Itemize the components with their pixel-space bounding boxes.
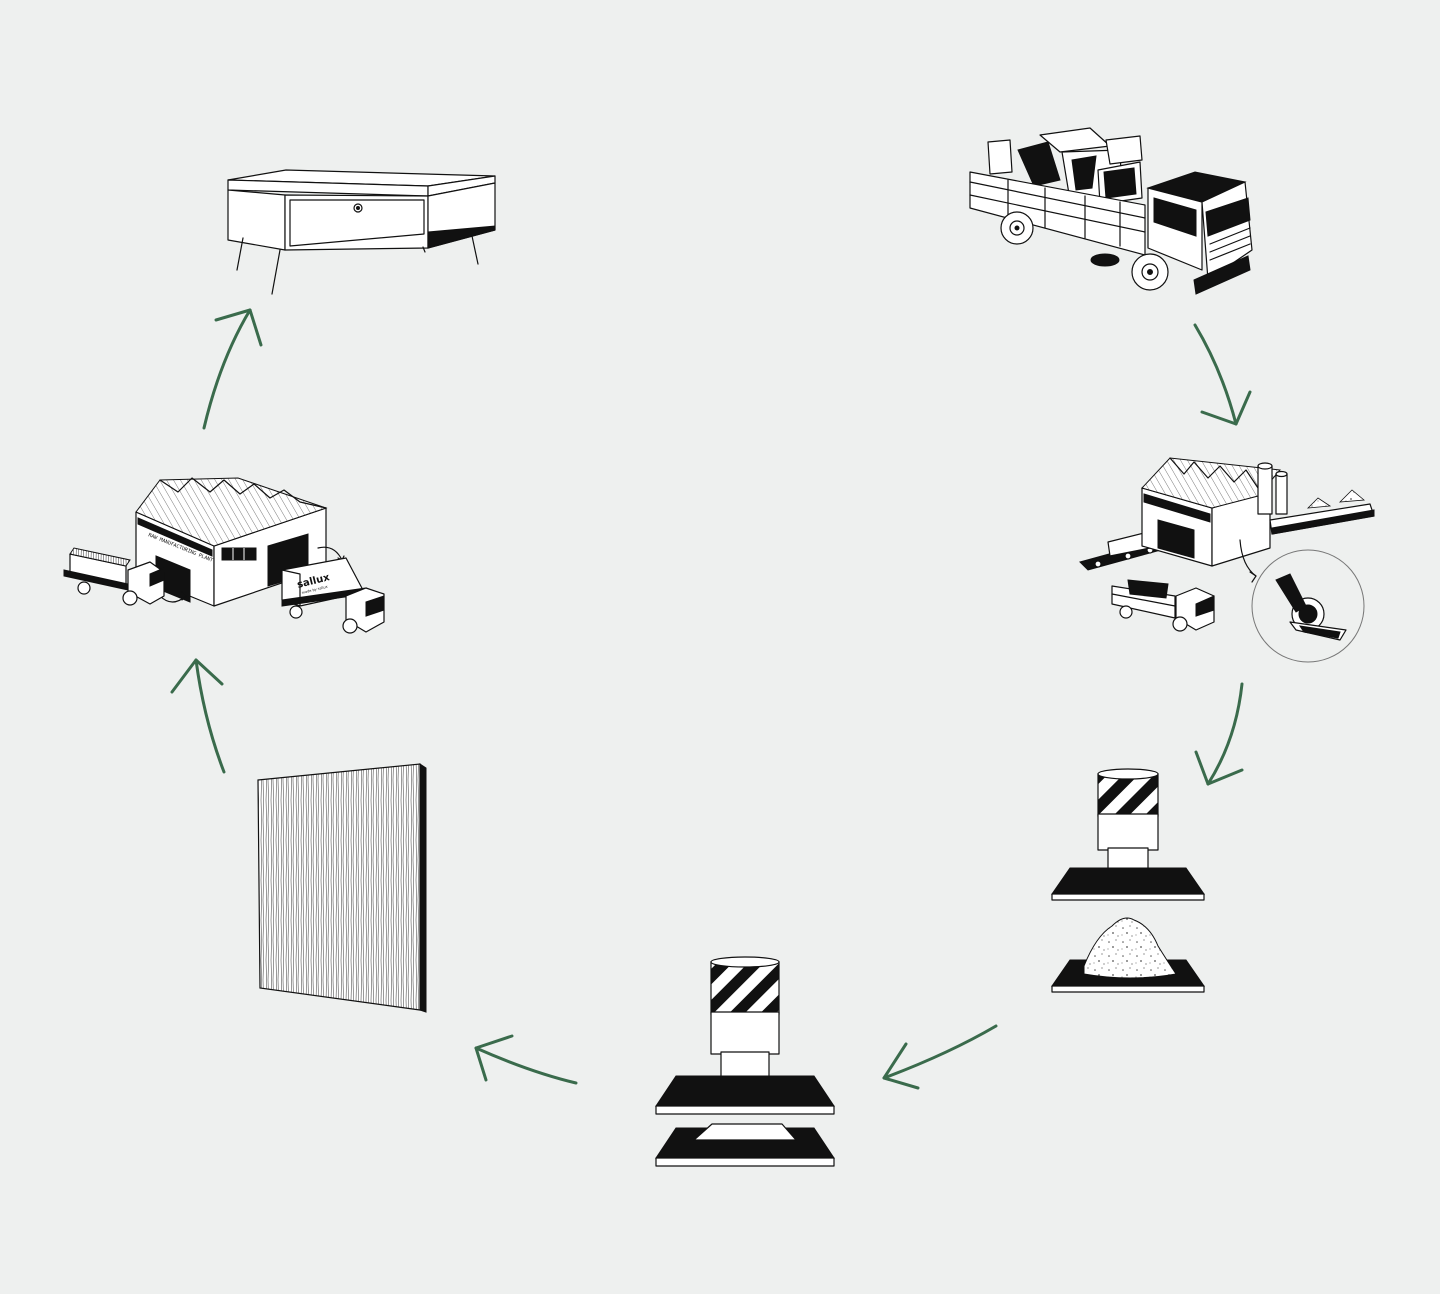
arrow-press-to-press (882, 1024, 998, 1090)
arrow-press-to-panel (474, 1034, 578, 1085)
press-with-panel-icon (655, 956, 835, 1167)
arrow-truck-to-factory (1193, 323, 1252, 426)
truck-with-waste-icon (969, 127, 1253, 295)
flow-arrows (170, 308, 1252, 1090)
manufacturing-plant-icon: RAW MANUFACTURING PLANT sallux made by s… (63, 477, 385, 634)
press-with-pile-icon (1051, 768, 1205, 993)
arrow-panel-to-manufacturing (170, 658, 226, 774)
recycling-factory-icon (1079, 457, 1375, 663)
truck-brand-sub: made by sallux (301, 585, 328, 595)
arrow-manufacturing-to-table (202, 308, 263, 430)
coffee-table-icon (227, 169, 496, 295)
panel-board-icon (257, 763, 427, 1013)
arrow-factory-to-press (1194, 682, 1244, 786)
